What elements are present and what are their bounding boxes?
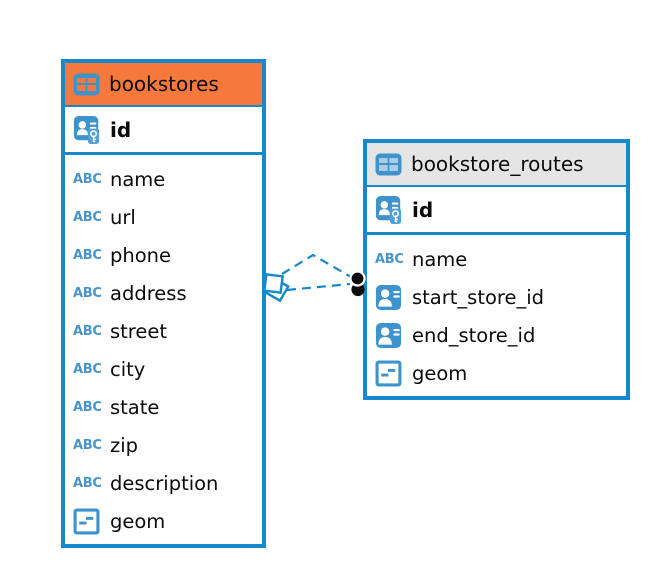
table-grid-icon [73,73,100,96]
primary-key-icon [73,115,110,145]
column-name: street [110,319,168,343]
column-name: state [110,395,160,419]
column-row-id[interactable]: id [65,107,262,155]
column-name: address [110,281,187,305]
reference-column-icon [375,284,412,311]
text-type-icon: ABC [73,247,102,263]
column-row-start-store-id[interactable]: start_store_id [367,278,626,316]
column-name: zip [110,433,139,457]
column-row-id[interactable]: id [367,187,626,235]
column-name: name [412,247,468,271]
text-type-icon: ABC [73,171,102,187]
column-row-end-store-id[interactable]: end_store_id [367,316,626,354]
column-name: description [110,471,219,495]
relationship-target-marker-dots[interactable] [349,270,366,297]
column-row-description[interactable]: ABC description [65,464,262,502]
table-header-bookstore-routes[interactable]: bookstore_routes [367,143,626,187]
columns-list: ABC name start_store_id [367,235,626,396]
column-name: start_store_id [412,285,545,309]
text-type-icon: ABC [73,361,102,377]
relationship-source-marker-double-square[interactable] [263,273,290,303]
text-type-icon: ABC [73,323,102,339]
table-title: bookstores [109,72,219,96]
column-row-address[interactable]: ABC address [65,274,262,312]
column-name: id [110,117,132,142]
column-row-zip[interactable]: ABC zip [65,426,262,464]
geometry-type-icon [375,360,412,387]
entity-bookstores[interactable]: bookstores id A [61,59,266,548]
reference-column-icon [375,322,412,349]
column-row-geom[interactable]: geom [65,502,262,540]
column-name: id [412,197,434,222]
column-row-city[interactable]: ABC city [65,350,262,388]
text-type-icon: ABC [73,437,102,453]
column-name: geom [110,509,166,533]
column-name: city [110,357,146,381]
column-row-geom[interactable]: geom [367,354,626,392]
column-name: name [110,167,166,191]
column-row-name[interactable]: ABC name [65,160,262,198]
table-grid-icon [375,153,402,176]
table-header-bookstores[interactable]: bookstores [65,63,262,107]
column-name: geom [412,361,468,385]
column-name: phone [110,243,172,267]
text-type-icon: ABC [73,285,102,301]
text-type-icon: ABC [73,209,102,225]
text-type-icon: ABC [73,399,102,415]
text-type-icon: ABC [375,251,404,267]
columns-list: ABC name ABC url ABC phone ABC address A… [65,155,262,544]
column-row-state[interactable]: ABC state [65,388,262,426]
column-name: url [110,205,136,229]
relationship-connector-lower[interactable] [286,282,351,292]
text-type-icon: ABC [73,475,102,491]
column-row-url[interactable]: ABC url [65,198,262,236]
column-name: end_store_id [412,323,536,347]
relationship-connector-upper[interactable] [281,253,352,278]
column-row-phone[interactable]: ABC phone [65,236,262,274]
column-row-name[interactable]: ABC name [367,240,626,278]
entity-bookstore-routes[interactable]: bookstore_routes id [363,139,630,400]
primary-key-icon [375,195,412,225]
table-title: bookstore_routes [411,152,584,176]
column-row-street[interactable]: ABC street [65,312,262,350]
geometry-type-icon [73,508,110,535]
